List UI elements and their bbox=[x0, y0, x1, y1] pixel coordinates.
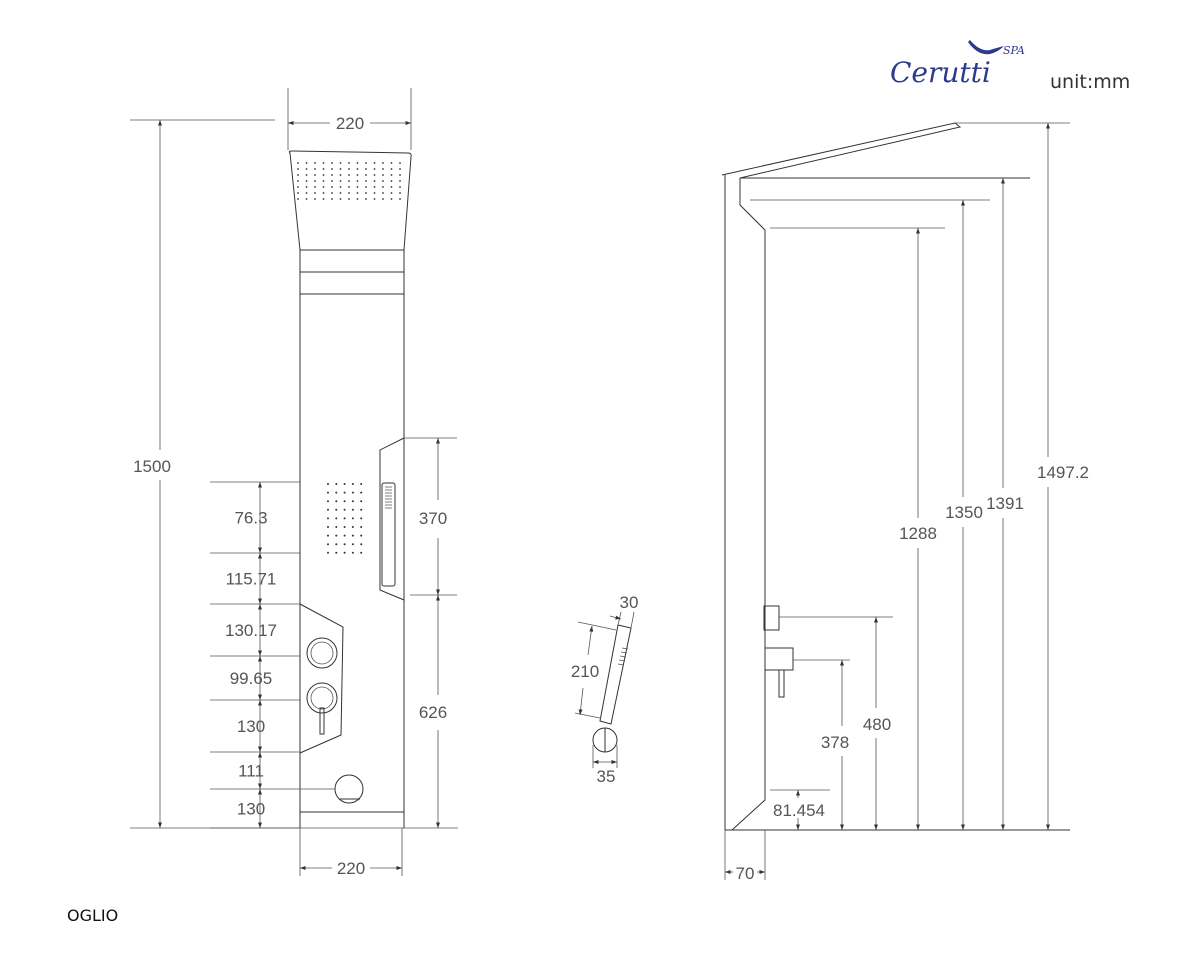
front-view: 220 1500 76.3115.71130.1799.65130111130 … bbox=[130, 88, 458, 878]
lower-valve bbox=[764, 647, 794, 671]
brand-logo: Cerutti SPA bbox=[890, 40, 1025, 89]
dim-left-2: 130.17 bbox=[225, 621, 277, 640]
dim-total-height: 1500 bbox=[133, 457, 171, 476]
dim-outlet-378: 378 bbox=[821, 733, 849, 752]
dim-left-3: 99.65 bbox=[230, 669, 273, 688]
dim-top-width: 220 bbox=[336, 114, 364, 133]
dim-bottom-width: 220 bbox=[337, 859, 365, 878]
dim-height-1497: 1497.2 bbox=[1037, 463, 1089, 482]
hand-shower-detail: 30 210 35 bbox=[571, 593, 639, 786]
mixer-lever bbox=[319, 707, 325, 735]
dim-depth: 70 bbox=[736, 864, 755, 883]
dim-left-4: 130 bbox=[237, 717, 265, 736]
logo-text: Cerutti bbox=[890, 56, 991, 89]
dim-hs-width: 30 bbox=[620, 593, 639, 612]
logo-suffix: SPA bbox=[1003, 44, 1025, 57]
dim-height-1350: 1350 bbox=[945, 503, 983, 522]
diverter-knob bbox=[306, 637, 338, 669]
shower-head-nozzles bbox=[297, 162, 401, 200]
dim-hs-length: 210 bbox=[571, 662, 599, 681]
dim-hs-base: 35 bbox=[597, 767, 616, 786]
dim-left-6: 130 bbox=[237, 800, 265, 819]
left-dimension-chain: 76.3 115.71 130.17 99.65 130 111 130 bbox=[210, 481, 335, 829]
dim-height-1288: 1288 bbox=[899, 524, 937, 543]
unit-label: unit:mm bbox=[1050, 71, 1130, 93]
model-name: OGLIO bbox=[67, 906, 118, 925]
hand-shower-holder bbox=[379, 437, 405, 601]
control-plate bbox=[299, 603, 344, 754]
dim-holder: 370 bbox=[419, 509, 447, 528]
dim-holder-height: 626 bbox=[419, 703, 447, 722]
dim-left-1: 115.71 bbox=[226, 570, 277, 589]
upper-outlet bbox=[763, 605, 780, 631]
hand-shower bbox=[381, 482, 396, 587]
dolphin-icon bbox=[968, 40, 1004, 55]
dim-outlet-480: 480 bbox=[863, 715, 891, 734]
dim-height-1391: 1391 bbox=[986, 494, 1024, 513]
body-jets bbox=[327, 483, 363, 554]
dim-left-5: 111 bbox=[238, 762, 264, 781]
dim-bottom-offset: 81.454 bbox=[773, 801, 825, 820]
mixer-knob bbox=[306, 682, 338, 714]
side-view: 1288 1350 1391 1497.2 480 378 81.454 70 bbox=[721, 122, 1089, 883]
dim-left-0: 76.3 bbox=[234, 509, 267, 528]
